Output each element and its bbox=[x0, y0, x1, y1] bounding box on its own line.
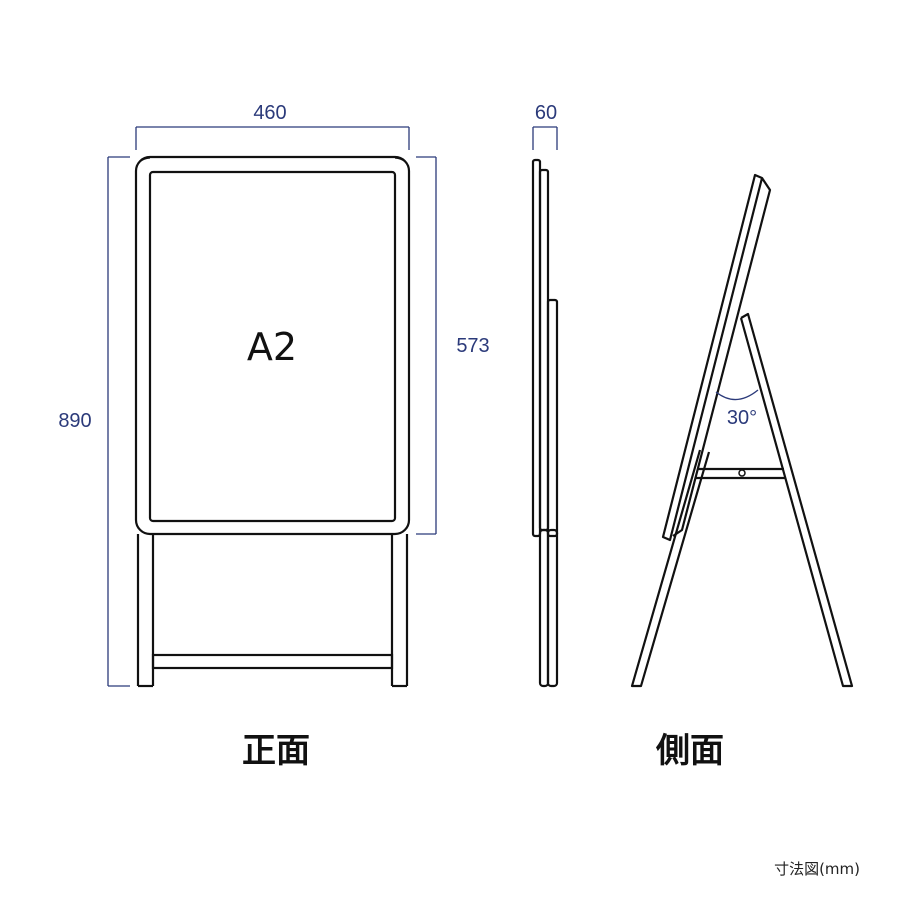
dim-depth bbox=[532, 126, 558, 150]
side-open-brace-hinge bbox=[738, 469, 746, 477]
dim-depth-label: 60 bbox=[535, 102, 557, 124]
side-closed-leg-front bbox=[538, 528, 550, 688]
side-open-front-leg bbox=[630, 449, 711, 688]
dim-height-frame-label: 573 bbox=[456, 335, 489, 357]
side-open-back-leg bbox=[739, 312, 854, 688]
dim-height-frame bbox=[416, 156, 437, 535]
dim-width-label: 460 bbox=[253, 102, 286, 124]
side-closed-panel-back bbox=[538, 168, 550, 532]
dimension-unit-note: 寸法図(mm) bbox=[774, 860, 860, 878]
front-frame-corner-tl bbox=[135, 157, 151, 172]
side-view-closed bbox=[531, 158, 559, 688]
dim-width bbox=[135, 126, 410, 150]
side-view-caption: 側面 bbox=[655, 731, 724, 771]
paper-size-label: A2 bbox=[247, 325, 297, 369]
angle-arc bbox=[715, 389, 759, 401]
front-crossbar bbox=[151, 653, 394, 670]
dim-height-total bbox=[107, 156, 130, 687]
front-view bbox=[134, 155, 411, 688]
front-frame-inner bbox=[148, 170, 397, 523]
front-view-caption: 正面 bbox=[242, 731, 310, 771]
side-open-front-panel-back bbox=[672, 177, 772, 537]
side-view-open bbox=[630, 173, 854, 688]
side-open-front-panel bbox=[661, 173, 764, 542]
side-closed-leg-back bbox=[546, 528, 559, 688]
angle-label: 30° bbox=[727, 407, 757, 429]
side-closed-leg-back-top bbox=[546, 298, 559, 538]
front-frame-corner-tr bbox=[394, 157, 410, 172]
front-frame-outer bbox=[134, 155, 411, 536]
dim-height-total-label: 890 bbox=[58, 410, 91, 432]
